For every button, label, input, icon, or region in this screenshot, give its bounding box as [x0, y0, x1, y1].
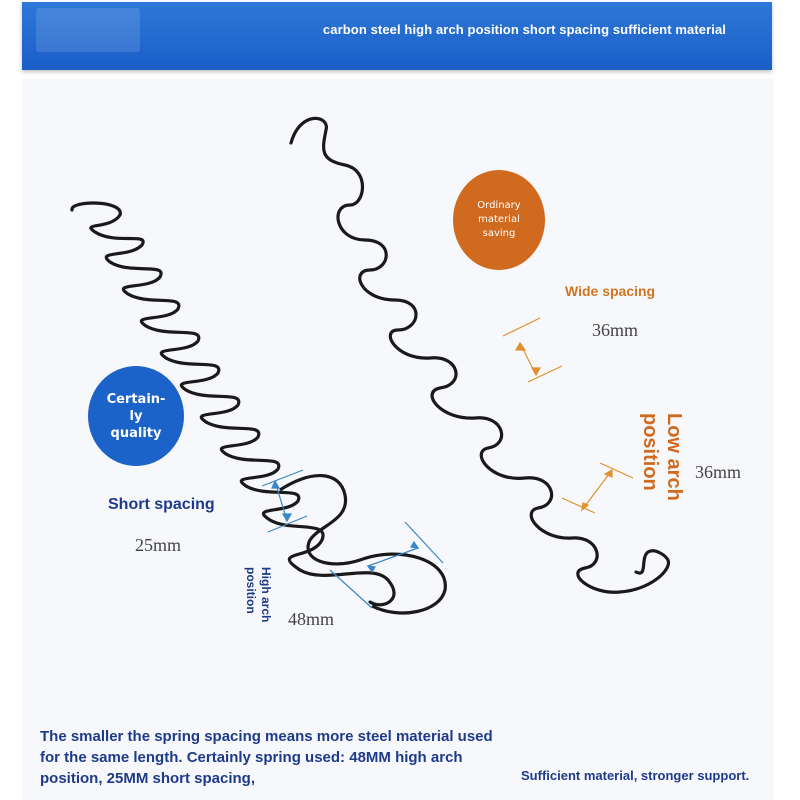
low-arch-position-label: Low arch position — [639, 413, 685, 501]
top-banner: carbon steel high arch position short sp… — [22, 2, 772, 70]
footer-paragraph: The smaller the spring spacing means mor… — [40, 728, 493, 787]
ordinary-material-badge: Ordinary material saving — [453, 170, 545, 270]
dimension-short — [261, 469, 308, 533]
wide-spacing-label: Wide spacing — [565, 283, 656, 299]
certainly-quality-text: Certain- ly quality — [106, 391, 166, 441]
banner-logo-placeholder — [36, 8, 140, 52]
measurement-wide-top: 36mm — [592, 320, 639, 340]
measurement-high: 48mm — [288, 609, 335, 629]
banner-title: carbon steel high arch position short sp… — [322, 22, 726, 37]
short-spring — [70, 201, 396, 607]
dimension-wide-side — [561, 462, 634, 514]
certainly-quality-badge: Certain- ly quality — [88, 366, 184, 466]
ordinary-material-text: Ordinary material saving — [477, 200, 521, 239]
dimension-wide-top — [502, 317, 563, 383]
measurement-short: 25mm — [135, 535, 182, 555]
short-spacing-label: Short spacing — [108, 496, 215, 513]
short-spring-upper-coils — [279, 474, 447, 615]
high-arch-position-label: High arch position — [244, 567, 273, 623]
wide-spring — [289, 116, 670, 594]
measurement-wide-side: 36mm — [695, 462, 742, 482]
dimension-high — [329, 521, 444, 609]
footer-tagline: Sufficient material, stronger support. — [521, 768, 750, 783]
